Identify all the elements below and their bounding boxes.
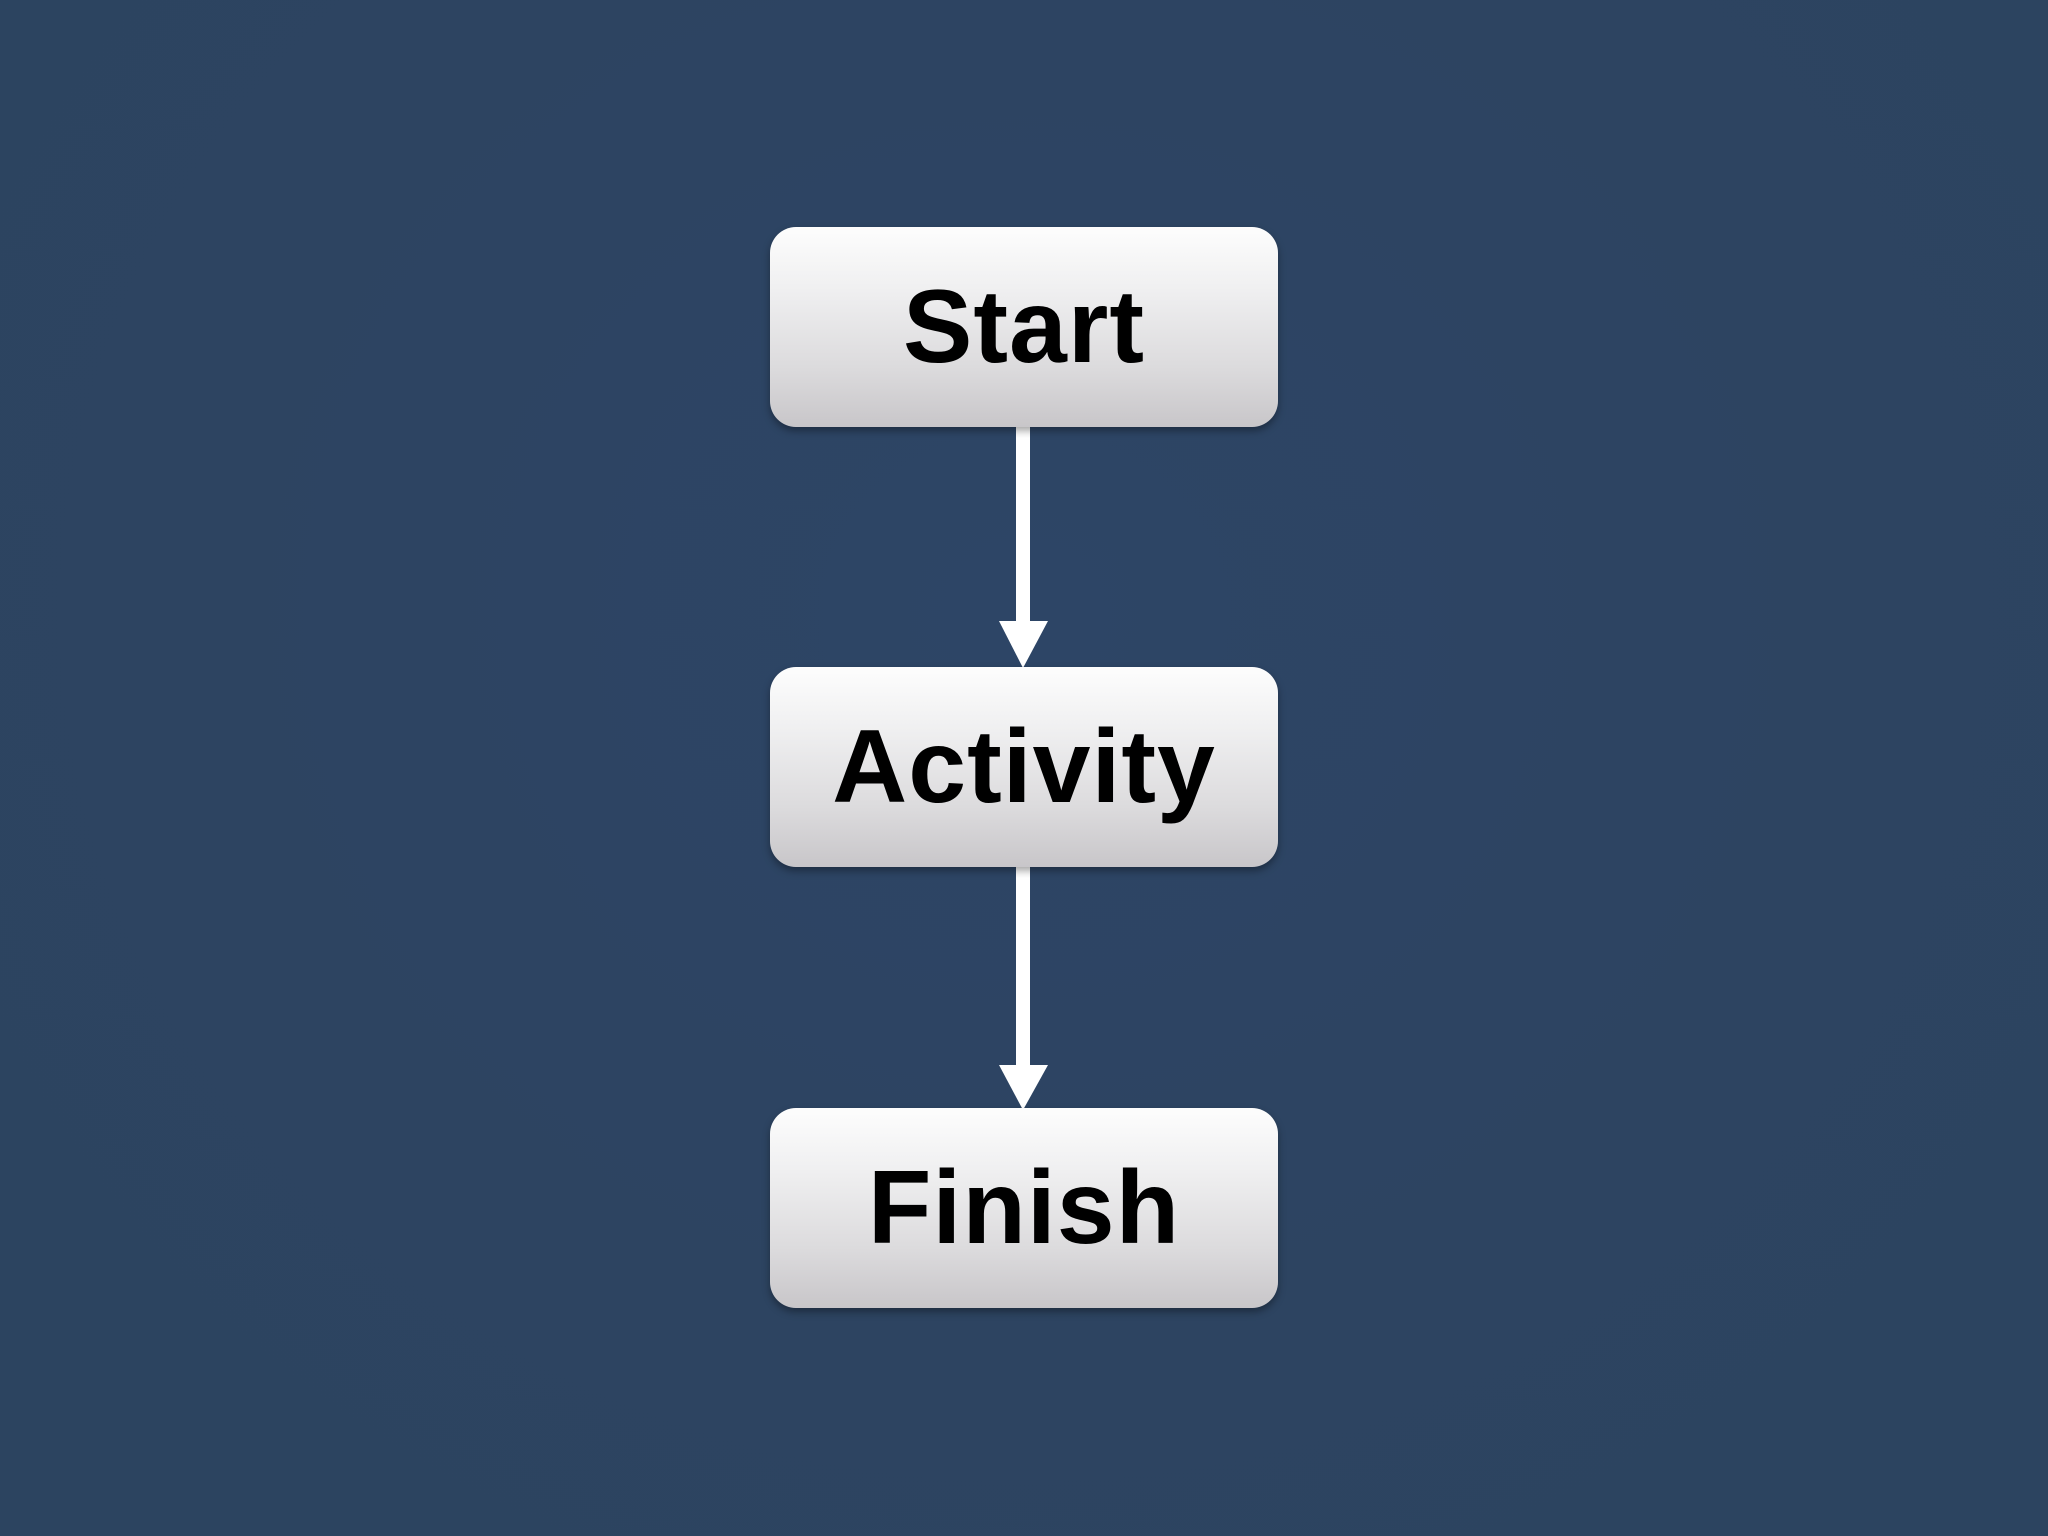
- arrowhead-activity-to-finish: [999, 1065, 1048, 1110]
- node-finish-label: Finish: [867, 1150, 1181, 1266]
- arrow-shaft-activity-to-finish: [1016, 867, 1030, 1067]
- arrowhead-start-to-activity: [999, 621, 1048, 668]
- node-activity-label: Activity: [832, 709, 1216, 825]
- node-finish[interactable]: Finish: [770, 1108, 1278, 1308]
- arrow-shaft-start-to-activity: [1016, 427, 1030, 623]
- node-start-label: Start: [903, 269, 1145, 385]
- arrow-start-to-activity: [999, 427, 1048, 668]
- node-start[interactable]: Start: [770, 227, 1278, 427]
- arrow-activity-to-finish: [999, 867, 1048, 1110]
- node-activity[interactable]: Activity: [770, 667, 1278, 867]
